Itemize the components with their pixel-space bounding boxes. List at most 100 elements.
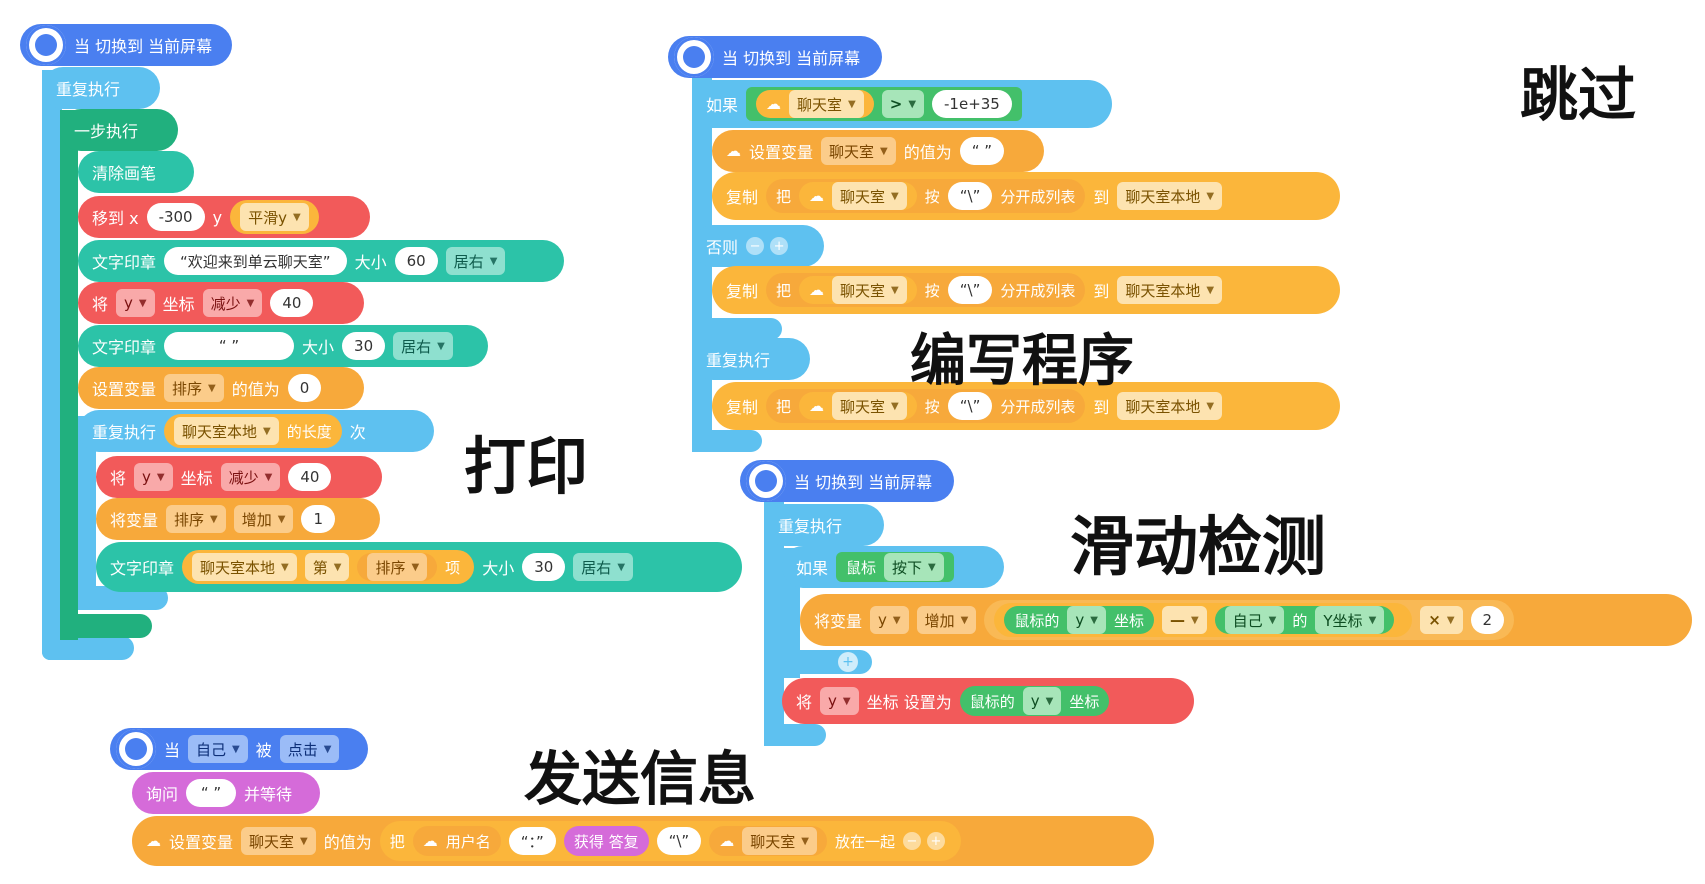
separator-input[interactable]: “\” <box>656 827 702 855</box>
operator-dropdown[interactable]: >▼ <box>881 90 925 118</box>
align-dropdown[interactable]: 居右▼ <box>393 332 453 360</box>
list-dropdown[interactable]: 聊天室本地▼ <box>1117 182 1223 210</box>
bottom-set-var-block[interactable]: ☁ 设置变量 聊天室▼ 的值为 把 ☁ 用户名 “：” 获得 答复 “\” ☁ … <box>132 816 1154 866</box>
copy-block-1[interactable]: 复制 把 ☁ 聊天室▼ 按 “\” 分开成列表 到 聊天室本地▼ <box>712 172 1340 220</box>
axis-dropdown[interactable]: y▼ <box>1022 687 1062 715</box>
list-item-reporter[interactable]: 聊天室本地▼ 第▼ 排序▼ 项 <box>182 550 475 584</box>
axis-dropdown[interactable]: y▼ <box>1067 606 1106 634</box>
tr-repeat-block[interactable]: 重复执行 <box>692 338 810 380</box>
colon-input[interactable]: “：” <box>508 827 556 855</box>
list-dropdown[interactable]: 聊天室本地▼ <box>1117 276 1223 304</box>
room-dropdown[interactable]: 聊天室▼ <box>742 827 817 855</box>
else-block[interactable]: 否则 − + <box>692 225 824 267</box>
tr-set-var-block[interactable]: ☁ 设置变量 聊天室▼ 的值为 “ ” <box>712 130 1044 172</box>
bottom-hat-block[interactable]: 当 自己▼ 被 点击▼ <box>110 728 368 770</box>
print-text-input[interactable]: “ ” <box>164 332 295 360</box>
separator-input[interactable]: “\” <box>947 276 993 304</box>
minus-op-dropdown[interactable]: —▼ <box>1161 606 1207 634</box>
index-reporter[interactable]: 排序▼ <box>357 553 438 581</box>
inc-var-block[interactable]: 将变量 排序▼ 增加▼ 1 <box>96 498 380 540</box>
op-dropdown[interactable]: 减少▼ <box>220 463 281 491</box>
var-dropdown[interactable]: 聊天室▼ <box>789 90 864 118</box>
username-reporter[interactable]: ☁ 用户名 <box>412 826 501 856</box>
inc-y-block[interactable]: 将变量 y▼ 增加▼ 鼠标的 y▼ 坐标 —▼ 自己▼ 的 Y坐标▼ ×▼ 2 <box>800 594 1692 646</box>
mr-if-block[interactable]: 如果 鼠标 按下▼ <box>782 546 1004 588</box>
mouse-y-reporter[interactable]: 鼠标的 y▼ 坐标 <box>959 686 1110 716</box>
minus-icon[interactable]: − <box>902 832 921 850</box>
mouse-down-condition[interactable]: 鼠标 按下▼ <box>836 552 954 582</box>
plus-icon[interactable]: + <box>926 832 945 850</box>
size-input[interactable]: 60 <box>394 247 438 275</box>
join-reporter[interactable]: 把 ☁ 用户名 “：” 获得 答复 “\” ☁ 聊天室▼ 放在一起 − + <box>379 821 961 861</box>
var-reporter[interactable]: ☁ 聊天室▼ <box>799 392 917 420</box>
list-dropdown[interactable]: 聊天室本地▼ <box>1117 392 1223 420</box>
smooth-y-dropdown[interactable]: 平滑y▼ <box>240 203 309 231</box>
x-input[interactable]: -300 <box>146 203 205 231</box>
value-input[interactable]: “ ” <box>959 137 1005 165</box>
ask-block[interactable]: 询问 “ ” 并等待 <box>132 772 320 814</box>
plus-icon[interactable]: + <box>770 237 789 255</box>
times-op-dropdown[interactable]: ×▼ <box>1420 606 1463 634</box>
self-y-reporter[interactable]: 自己▼ 的 Y坐标▼ <box>1214 606 1395 634</box>
copy-block-3[interactable]: 复制 把 ☁ 聊天室▼ 按 “\” 分开成列表 到 聊天室本地▼ <box>712 382 1340 430</box>
room-reporter[interactable]: ☁ 聊天室▼ <box>709 826 827 856</box>
size-input[interactable]: 30 <box>342 332 386 360</box>
tr-hat-block[interactable]: 当 切换到 当前屏幕 <box>668 36 882 78</box>
var-dropdown[interactable]: 聊天室▼ <box>832 392 907 420</box>
op-dropdown[interactable]: 增加▼ <box>916 606 977 634</box>
var-reporter[interactable]: ☁ 聊天室▼ <box>756 90 874 118</box>
print-block-2[interactable]: 文字印章 “ ” 大小 30 居右▼ <box>78 325 488 367</box>
minus-icon[interactable]: − <box>746 237 765 255</box>
var-dropdown[interactable]: 聊天室▼ <box>832 182 907 210</box>
mouse-state-dropdown[interactable]: 按下▼ <box>884 553 944 581</box>
event-dropdown[interactable]: 点击▼ <box>279 735 340 763</box>
change-y-block-2[interactable]: 将 y▼ 坐标 减少▼ 40 <box>96 456 382 498</box>
var-dropdown[interactable]: y▼ <box>870 606 909 634</box>
self-dropdown[interactable]: 自己▼ <box>1224 606 1285 634</box>
list-dropdown[interactable]: 聊天室本地▼ <box>192 553 297 581</box>
split-reporter[interactable]: 把 ☁ 聊天室▼ 按 “\” 分开成列表 <box>766 179 1086 213</box>
subtract-reporter[interactable]: 鼠标的 y▼ 坐标 —▼ 自己▼ 的 Y坐标▼ <box>994 603 1413 637</box>
var-dropdown[interactable]: y▼ <box>134 463 173 491</box>
multiply-reporter[interactable]: 鼠标的 y▼ 坐标 —▼ 自己▼ 的 Y坐标▼ ×▼ 2 <box>984 600 1515 640</box>
move-to-block[interactable]: 移到 x -300 y 平滑y▼ <box>78 196 370 238</box>
mr-hat-block[interactable]: 当 切换到 当前屏幕 <box>740 460 954 502</box>
print-block-1[interactable]: 文字印章 “欢迎来到单云聊天室” 大小 60 居右▼ <box>78 240 564 282</box>
var-reporter[interactable]: ☁ 聊天室▼ <box>799 182 917 210</box>
split-reporter[interactable]: 把 ☁ 聊天室▼ 按 “\” 分开成列表 <box>766 389 1086 423</box>
multiplier-input[interactable]: 2 <box>1470 606 1505 634</box>
var-dropdown[interactable]: 聊天室▼ <box>241 827 316 855</box>
clear-pen-block[interactable]: 清除画笔 <box>78 151 194 193</box>
split-reporter[interactable]: 把 ☁ 聊天室▼ 按 “\” 分开成列表 <box>766 273 1086 307</box>
question-input[interactable]: “ ” <box>186 779 237 807</box>
list-dropdown[interactable]: 聊天室本地▼ <box>174 417 279 445</box>
print-block-3[interactable]: 文字印章 聊天室本地▼ 第▼ 排序▼ 项 大小 30 居右▼ <box>96 542 742 592</box>
amount-input[interactable]: 40 <box>270 289 314 317</box>
op-dropdown[interactable]: 减少▼ <box>202 289 263 317</box>
op-dropdown[interactable]: 增加▼ <box>233 505 294 533</box>
var-dropdown[interactable]: 聊天室▼ <box>832 276 907 304</box>
size-input[interactable]: 30 <box>522 553 566 581</box>
value-input[interactable]: 0 <box>287 374 322 402</box>
left-hat-block[interactable]: 当 切换到 当前屏幕 <box>20 24 232 66</box>
separator-input[interactable]: “\” <box>947 392 993 420</box>
print-text-input[interactable]: “欢迎来到单云聊天室” <box>164 247 347 275</box>
mouse-y-reporter[interactable]: 鼠标的 y▼ 坐标 <box>1004 606 1154 634</box>
index-dropdown[interactable]: 排序▼ <box>367 553 428 581</box>
answer-reporter[interactable]: 获得 答复 <box>563 826 649 856</box>
var-dropdown[interactable]: 排序▼ <box>166 505 226 533</box>
var-dropdown[interactable]: 排序▼ <box>164 374 224 402</box>
list-length-reporter[interactable]: 聊天室本地▼ 的长度 <box>164 414 342 448</box>
change-y-block-1[interactable]: 将 y▼ 坐标 减少▼ 40 <box>78 282 364 324</box>
compare-value-input[interactable]: -1e+35 <box>932 90 1012 118</box>
amount-input[interactable]: 1 <box>301 505 335 533</box>
if-else-block[interactable]: 如果 ☁ 聊天室▼ >▼ -1e+35 <box>692 80 1112 128</box>
copy-block-2[interactable]: 复制 把 ☁ 聊天室▼ 按 “\” 分开成列表 到 聊天室本地▼ <box>712 266 1340 314</box>
plus-icon[interactable]: + <box>838 652 858 672</box>
align-dropdown[interactable]: 居右▼ <box>445 247 506 275</box>
compare-condition[interactable]: ☁ 聊天室▼ >▼ -1e+35 <box>746 87 1022 121</box>
ycoord-dropdown[interactable]: Y坐标▼ <box>1315 606 1385 634</box>
var-dropdown[interactable]: y▼ <box>820 687 859 715</box>
smooth-y-reporter[interactable]: 平滑y▼ <box>230 200 319 234</box>
